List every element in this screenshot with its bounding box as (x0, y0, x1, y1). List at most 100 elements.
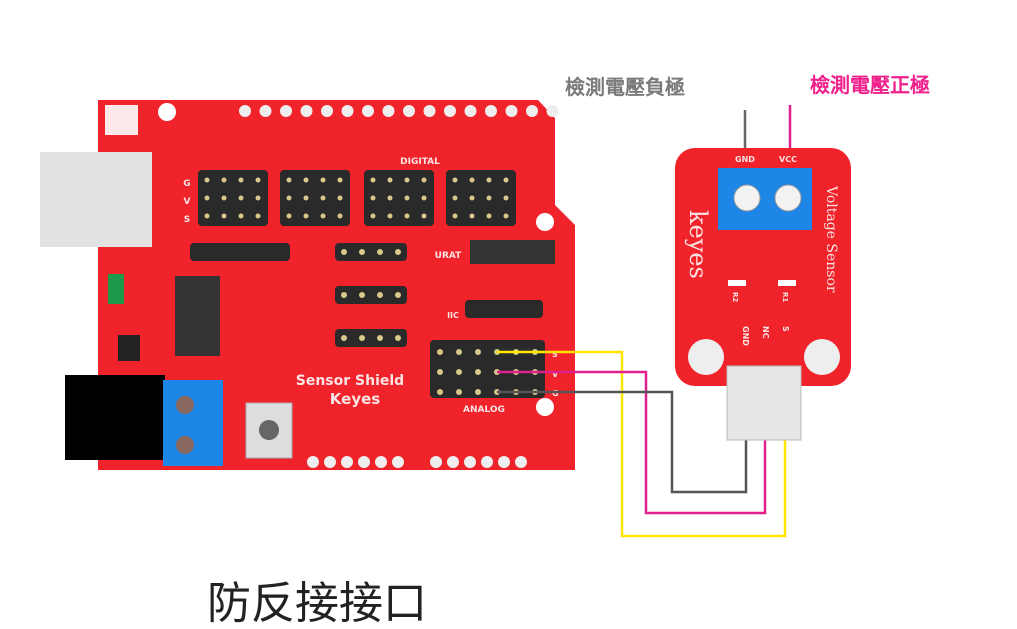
header-pin (503, 195, 509, 201)
sensor-name: Voltage Sensor (823, 185, 839, 293)
header-pin (387, 195, 393, 201)
header-pin (404, 177, 410, 183)
header-pin (469, 195, 475, 201)
analog-pin-hole (464, 456, 476, 468)
digital-pin-hole (259, 105, 272, 117)
reset-switch-top (105, 105, 138, 135)
header-pin (238, 177, 244, 183)
iic-header (465, 300, 543, 318)
gvs-header-block (280, 170, 350, 226)
analog-gvs-header (430, 340, 545, 398)
header-pin (204, 213, 210, 219)
header-pin (320, 177, 326, 183)
gvs-header-block (446, 170, 516, 226)
header-pin (404, 213, 410, 219)
analog-pin-hole (430, 456, 442, 468)
uart-label: URAT (435, 251, 463, 261)
terminal-vcc-label: VCC (779, 155, 797, 164)
icsp-header (175, 276, 220, 356)
pin-v-label: V (552, 370, 559, 379)
sensor-pin-gnd: GND (741, 326, 750, 346)
header-pin (221, 195, 227, 201)
header-pin (238, 213, 244, 219)
header-pin (452, 177, 458, 183)
header-pin (395, 335, 401, 341)
wire-pink-vcc (497, 370, 767, 515)
power-pin-hole (341, 456, 353, 468)
header-pin (437, 349, 443, 355)
header-pin (486, 213, 492, 219)
shield-title: Sensor Shield (296, 373, 404, 389)
header-pin (337, 213, 343, 219)
terminal-gnd-label: GND (735, 155, 755, 164)
header-pin (204, 195, 210, 201)
sensor-connector (726, 365, 802, 441)
power-pin-hole (358, 456, 370, 468)
gvs-v: V (184, 197, 191, 207)
usb-port (40, 152, 152, 247)
header-pin (395, 292, 401, 298)
header-pin (377, 335, 383, 341)
power-pin-hole (392, 456, 404, 468)
digital-label: DIGITAL (400, 157, 440, 167)
header-pin (286, 177, 292, 183)
header-pin (475, 349, 481, 355)
gvs-s: S (184, 215, 190, 225)
header-pin (469, 213, 475, 219)
header-pin (421, 195, 427, 201)
uart-header (470, 240, 555, 264)
sensor-shield-board: DIGITAL ANALOG URAT IIC Sensor Shield Ke… (40, 100, 575, 470)
digital-pin-hole (546, 105, 559, 117)
header-pin (370, 177, 376, 183)
header-pin (370, 213, 376, 219)
power-pin-hole (324, 456, 336, 468)
header-pin (221, 177, 227, 183)
header-pin (469, 177, 475, 183)
header-pin (286, 195, 292, 201)
header-pin (475, 389, 481, 395)
header-pin (452, 213, 458, 219)
gvs-header-block (364, 170, 434, 226)
header-pin (320, 195, 326, 201)
spi-header (190, 243, 290, 261)
header-pin (437, 369, 443, 375)
analog-pin-hole (447, 456, 459, 468)
power-pin-hole (375, 456, 387, 468)
header-pin (486, 195, 492, 201)
voltage-sensor-module: keyes Voltage Sensor GND VCC R2 R1 S NC … (675, 148, 851, 441)
digital-pin-hole (300, 105, 313, 117)
digital-pin-hole (485, 105, 497, 117)
digital-pin-hole (423, 105, 436, 117)
sensor-brand: keyes (684, 210, 712, 279)
header-pin (341, 335, 347, 341)
header-pin (421, 213, 427, 219)
digital-pin-hole (239, 105, 251, 117)
header-pin (377, 249, 383, 255)
header-pin (404, 195, 410, 201)
power-terminal (163, 380, 223, 466)
power-pin-hole (307, 456, 319, 468)
positive-probe-label: 檢測電壓正極 (810, 73, 930, 97)
header-pin (437, 389, 443, 395)
sensor-pin-s: S (781, 326, 790, 332)
reverse-protection-label: 防反接接口 (207, 578, 427, 629)
digital-pin-hole (464, 105, 477, 117)
header-pin (337, 195, 343, 201)
digital-pin-hole (280, 105, 292, 117)
resistor-r1: R1 (781, 292, 789, 302)
header-pin (387, 213, 393, 219)
header-pin (204, 177, 210, 183)
header-pin (456, 389, 462, 395)
iic-label: IIC (447, 311, 459, 320)
header-pin (359, 335, 365, 341)
header-pin (452, 195, 458, 201)
gvs-header-block (198, 170, 268, 226)
header-pin (503, 177, 509, 183)
digital-pin-hole (526, 105, 538, 117)
header-pin (221, 213, 227, 219)
header-pin (456, 349, 462, 355)
header-pin (238, 195, 244, 201)
gvs-g: G (183, 179, 190, 189)
header-pin (456, 369, 462, 375)
